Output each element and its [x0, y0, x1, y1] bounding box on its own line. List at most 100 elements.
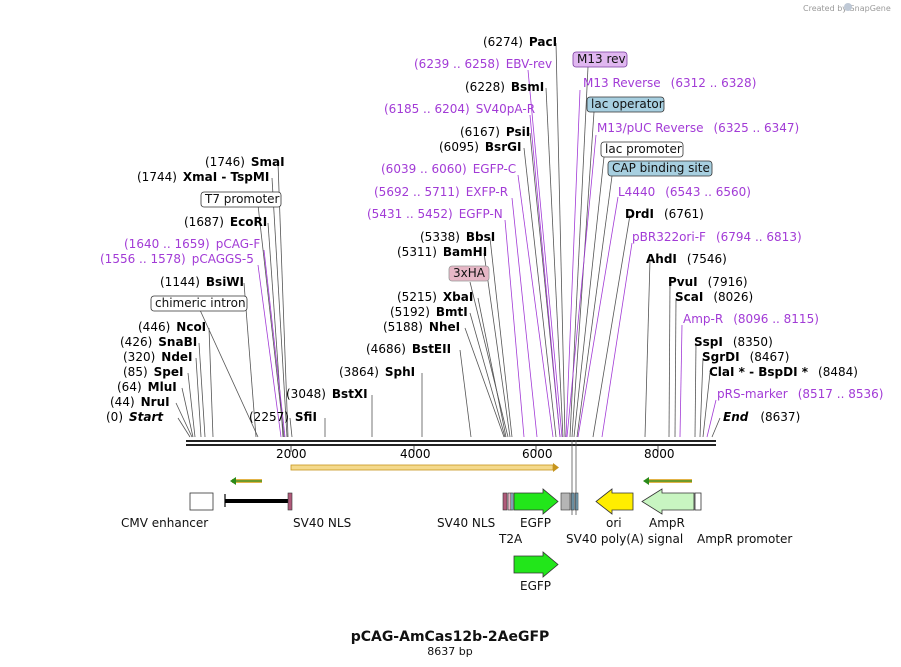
label-sv40-nls-2: SV40 NLS: [437, 516, 495, 530]
box-lac-promoter: lac promoter: [600, 141, 684, 158]
label-egfp-2: EGFP: [520, 579, 551, 593]
site-pvui: PvuI(7916): [668, 275, 748, 289]
feature-sv40-nls-2: [502, 492, 508, 511]
feature-labels: CMV enhancer SV40 NLS SV40 NLS EGFP T2A …: [121, 516, 792, 593]
label-sv40-polya: SV40 poly(A) signal: [566, 532, 683, 546]
primer-egfp-n: (5431 .. 5452)EGFP-N: [367, 207, 503, 221]
box-3xha: 3xHA: [448, 265, 490, 282]
direction-arrow-left-icon: [230, 477, 262, 485]
primer-pcag-f: (1640 .. 1659)pCAG-F: [124, 237, 260, 251]
site-drdi: DrdI(6761): [625, 207, 704, 221]
site-ecori: (1687)EcoRI: [184, 215, 267, 229]
label-ampr-promoter: AmpR promoter: [697, 532, 792, 546]
site-sgrdi: SgrDI(8467): [702, 350, 789, 364]
feature-3xha-block: [507, 492, 512, 511]
primer-pcaggs5: (1556 .. 1578)pCAGGS-5: [100, 252, 254, 266]
site-bmti: (5192)BmtI: [390, 305, 468, 319]
svg-text:chimeric intron: chimeric intron: [155, 296, 246, 310]
feature-cag-promoter: [225, 499, 288, 503]
svg-text:M13 rev: M13 rev: [577, 52, 626, 66]
box-t7-promoter: T7 promoter: [200, 191, 282, 208]
plasmid-title: pCAG-AmCas12b-2AeGFP: [351, 629, 550, 645]
tick-2000: 2000: [276, 447, 307, 461]
primer-egfp-c: (6039 .. 6060)EGFP-C: [381, 162, 516, 176]
site-labels: (0)Start (44)NruI (64)MluI (85)SpeI (320…: [106, 35, 858, 424]
box-chimeric-intron: chimeric intron: [150, 295, 248, 312]
site-start: (0)Start: [106, 410, 164, 424]
site-sphi: (3864)SphI: [339, 365, 415, 379]
site-sfii: (2257)SfiI: [249, 410, 317, 424]
tick-6000: 6000: [522, 447, 553, 461]
site-bsmi: (6228)BsmI: [465, 80, 544, 94]
svg-text:lac operator: lac operator: [591, 97, 664, 111]
primer-prs-marker: pRS-marker(8517 .. 8536): [717, 387, 883, 401]
site-xmai-tspmi: (1744)XmaI - TspMI: [137, 170, 269, 184]
site-spei: (85)SpeI: [123, 365, 183, 379]
primer-pbr322ori-f: pBR322ori-F(6794 .. 6813): [632, 230, 802, 244]
site-snabi: (426)SnaBI: [120, 335, 197, 349]
label-ori: ori: [606, 516, 622, 530]
feature-lac-block: [570, 492, 575, 511]
site-sspi: SspI(8350): [694, 335, 773, 349]
feature-ampr-arrow: [641, 488, 695, 515]
feature-sv40-nls-1: [287, 492, 293, 511]
site-mlui: (64)MluI: [117, 380, 177, 394]
primer-sv40pa-r: (6185 .. 6204)SV40pA-R: [384, 102, 535, 116]
box-cap-binding-site: CAP binding site: [607, 160, 713, 177]
feature-track: [189, 440, 702, 578]
direction-arrow-left-icon: [643, 477, 692, 485]
tick-8000: 8000: [644, 447, 675, 461]
feature-sv40-polya: [560, 492, 571, 511]
plasmid-length: 8637 bp: [427, 645, 472, 658]
primer-labels: (1556 .. 1578)pCAGGS-5 (1640 .. 1659)pCA…: [100, 57, 883, 401]
box-m13-rev: M13 rev: [572, 51, 628, 68]
tick-4000: 4000: [400, 447, 431, 461]
primer-amp-r: Amp-R(8096 .. 8115): [683, 312, 819, 326]
site-smai: (1746)SmaI: [205, 155, 285, 169]
svg-text:3xHA: 3xHA: [453, 266, 486, 280]
orf-bar: [290, 463, 559, 472]
primer-ebv-rev: (6239 .. 6258)EBV-rev: [414, 57, 552, 71]
site-ahdi: AhdI(7546): [646, 252, 727, 266]
feature-ampr-promoter: [694, 492, 702, 511]
svg-text:CAP binding site: CAP binding site: [612, 161, 710, 175]
site-bsrgi: (6095)BsrGI: [439, 140, 521, 154]
feature-cap-block: [574, 492, 579, 511]
site-ncoi: (446)NcoI: [138, 320, 206, 334]
site-paci: (6274)PacI: [483, 35, 557, 49]
label-sv40-nls-1: SV40 NLS: [293, 516, 351, 530]
label-t2a: T2A: [498, 532, 523, 546]
site-bstxi: (3048)BstXI: [286, 387, 368, 401]
site-end: End(8637): [723, 410, 800, 424]
site-bsiwi: (1144)BsiWI: [160, 275, 244, 289]
site-bamhi: (5311)BamHI: [397, 245, 487, 259]
box-lac-operator: lac operator: [586, 96, 665, 113]
site-nrui: (44)NruI: [110, 395, 170, 409]
feature-cmv-enhancer: [189, 492, 214, 511]
site-xbai: (5215)XbaI: [397, 290, 473, 304]
sequence-backbone: 2000 4000 6000 8000: [186, 440, 716, 461]
primer-exfp-r: (5692 .. 5711)EXFP-R: [374, 185, 508, 199]
site-psii: (6167)PsiI: [460, 125, 530, 139]
site-nhei: (5188)NheI: [383, 320, 460, 334]
primer-m13-puc-reverse: M13/pUC Reverse(6325 .. 6347): [597, 121, 799, 135]
site-bbsi: (5338)BbsI: [420, 230, 495, 244]
label-ampr: AmpR: [649, 516, 685, 530]
feature-egfp-arrow-2: [513, 551, 559, 578]
primer-m13-reverse: M13 Reverse(6312 .. 6328): [583, 76, 756, 90]
site-bsteii: (4686)BstEII: [366, 342, 451, 356]
svg-text:lac promoter: lac promoter: [605, 142, 682, 156]
primer-l4440: L4440(6543 .. 6560): [618, 185, 751, 199]
site-ndei: (320)NdeI: [123, 350, 193, 364]
label-cmv-enhancer: CMV enhancer: [121, 516, 208, 530]
feature-t2a: [510, 492, 514, 511]
primer-connectors: [257, 69, 717, 438]
snapgene-logo-icon: [844, 3, 852, 11]
svg-text:T7 promoter: T7 promoter: [204, 192, 280, 206]
site-clai-bspdi: ClaI * - BspDI *(8484): [709, 365, 858, 379]
boxed-labels: T7 promoter chimeric intron 3xHA M13 rev…: [150, 51, 713, 312]
label-egfp: EGFP: [520, 516, 551, 530]
feature-egfp-arrow: [513, 488, 559, 515]
feature-ori-arrow: [595, 488, 634, 515]
